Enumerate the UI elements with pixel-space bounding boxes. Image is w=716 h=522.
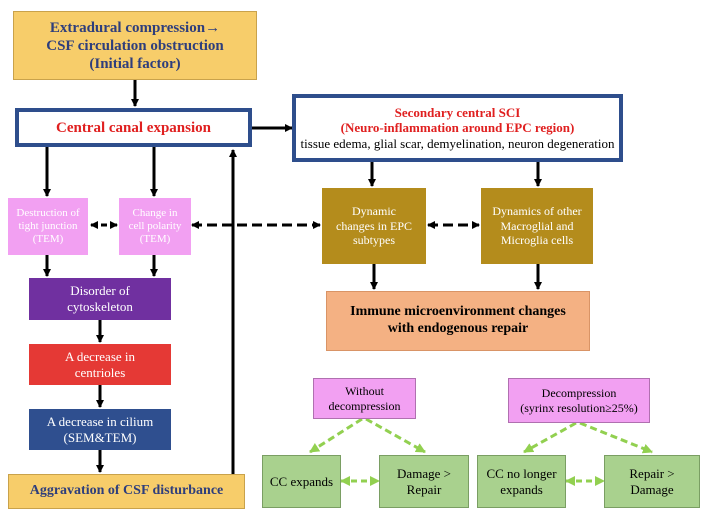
glia-line2: Macroglial and <box>500 218 574 233</box>
tight-junction-box: Destruction of tight junction (TEM) <box>8 198 88 255</box>
initial-line3: (Initial factor) <box>89 55 181 72</box>
decomp-right-line2: Damage <box>630 481 674 497</box>
decomp-left-line1: CC no longer <box>486 465 557 481</box>
decomp-line1: Decompression <box>541 386 617 401</box>
centrioles-box: A decrease in centrioles <box>29 344 171 385</box>
centrioles-line1: A decrease in <box>64 348 136 364</box>
secondary-sci-box: Secondary central SCI (Neuro-inflammatio… <box>292 94 623 162</box>
green-decomp-to-cc <box>523 421 577 454</box>
damage-repair-box: Damage > Repair <box>379 455 469 508</box>
epc-line3: subtypes <box>353 233 395 248</box>
glia-dynamics-box: Dynamics of other Macroglial and Microgl… <box>481 188 593 264</box>
without-line1: Without <box>345 384 384 399</box>
immune-box: Immune microenvironment changes with end… <box>326 291 590 351</box>
glia-line1: Dynamics of other <box>492 204 582 219</box>
initial-factor-box: Extradural compression→ CSF circulation … <box>13 11 257 80</box>
aggravation-box: Aggravation of CSF disturbance <box>8 474 245 509</box>
decomp-left-line2: expands <box>500 481 543 497</box>
initial-line1: Extradural compression→ <box>49 19 221 36</box>
initial-line2: CSF circulation obstruction <box>46 37 224 54</box>
immune-line1: Immune microenvironment changes <box>350 304 566 320</box>
decompression-box: Decompression (syrinx resolution≥25%) <box>508 378 650 423</box>
cc-expands-box: CC expands <box>262 455 341 508</box>
without-decompression-box: Without decompression <box>313 378 416 419</box>
epc-subtypes-box: Dynamic changes in EPC subtypes <box>322 188 426 264</box>
tight-line1: Destruction of <box>16 206 80 219</box>
without-line2: decompression <box>328 398 401 413</box>
without-right-line1: Damage > <box>397 465 451 481</box>
polarity-line1: Change in <box>132 206 178 219</box>
polarity-line3: (TEM) <box>139 233 171 246</box>
green-decomp-to-repair <box>579 421 653 454</box>
decomp-right-line1: Repair > <box>629 465 675 481</box>
cyto-line1: Disorder of <box>70 283 130 299</box>
tight-line3: (TEM) <box>32 233 64 246</box>
without-right-line2: Repair <box>406 481 442 497</box>
tight-line2: tight junction <box>18 219 78 232</box>
polarity-line2: cell polarity <box>128 219 182 232</box>
secondary-line2: (Neuro-inflammation around EPC region) <box>340 120 575 136</box>
epc-line2: changes in EPC <box>336 218 412 233</box>
secondary-line3: tissue edema, glial scar, demyelination,… <box>300 135 615 151</box>
cell-polarity-box: Change in cell polarity (TEM) <box>119 198 191 255</box>
green-without-to-damage <box>365 417 426 454</box>
cilium-box: A decrease in cilium (SEM&TEM) <box>29 409 171 450</box>
epc-line1: Dynamic <box>352 204 396 219</box>
green-without-to-cc <box>309 417 363 454</box>
aggravation-label: Aggravation of CSF disturbance <box>29 483 224 499</box>
immune-line2: with endogenous repair <box>387 321 529 336</box>
centrioles-line2: centrioles <box>74 364 126 380</box>
cilium-line2: (SEM&TEM) <box>63 429 137 445</box>
cytoskeleton-box: Disorder of cytoskeleton <box>29 278 171 320</box>
cilium-line1: A decrease in cilium <box>46 413 154 429</box>
glia-line3: Microglia cells <box>500 233 574 248</box>
central-label: Central canal expansion <box>55 119 211 136</box>
cyto-line2: cytoskeleton <box>67 299 133 314</box>
secondary-line1: Secondary central SCI <box>394 104 521 120</box>
cc-no-longer-box: CC no longer expands <box>477 455 566 508</box>
decomp-line2: (syrinx resolution≥25%) <box>520 400 638 415</box>
without-left-line1: CC expands <box>269 473 334 489</box>
central-canal-box: Central canal expansion <box>15 108 252 147</box>
repair-damage-box: Repair > Damage <box>604 455 700 508</box>
